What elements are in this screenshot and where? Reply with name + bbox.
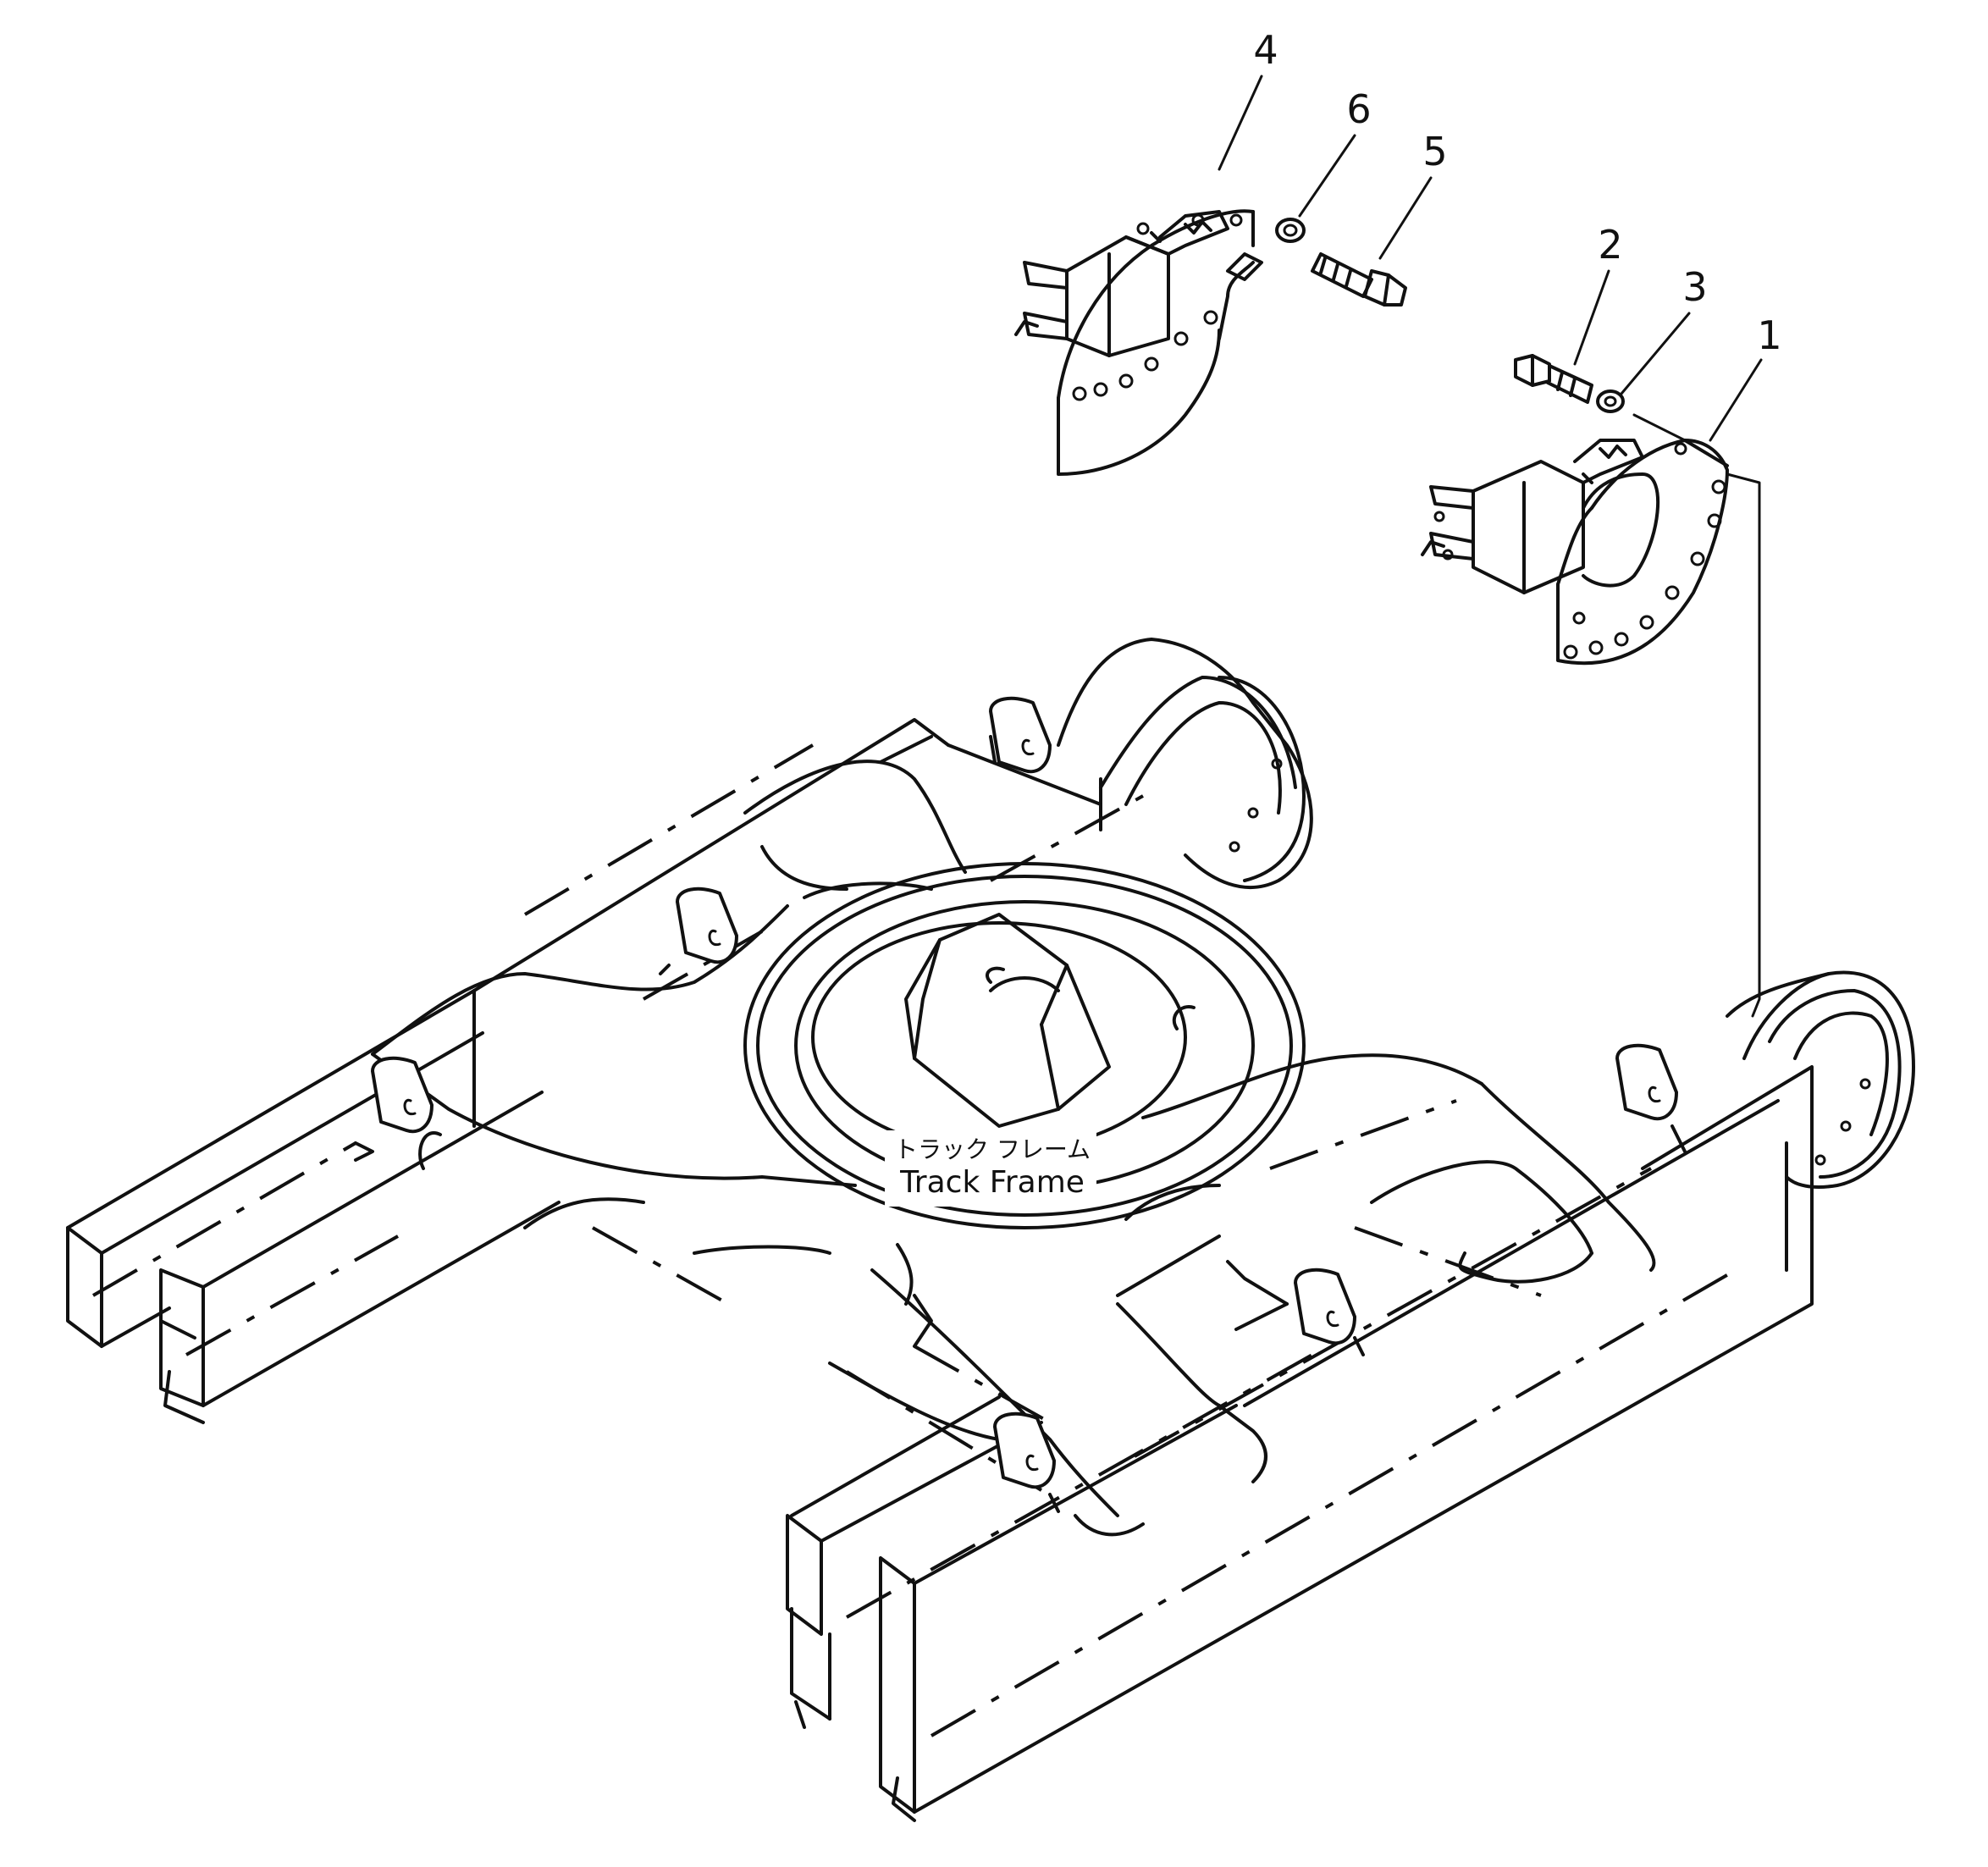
front-idler-ring bbox=[1726, 970, 1915, 1189]
callout-6: 6 bbox=[1298, 86, 1372, 218]
roller-bracket-3 bbox=[354, 1056, 433, 1162]
roller-bracket-2 bbox=[659, 887, 738, 975]
front-side-rail bbox=[786, 1218, 1814, 1822]
callout-2-label: 2 bbox=[1598, 222, 1622, 268]
roller-bracket-5 bbox=[1294, 1268, 1365, 1356]
part-1-travel-motor-cover bbox=[1421, 439, 1729, 666]
callout-6-label: 6 bbox=[1346, 86, 1371, 132]
callout-5-label: 5 bbox=[1422, 129, 1447, 174]
center-crossmember bbox=[371, 760, 1656, 1537]
callout-5: 5 bbox=[1378, 129, 1448, 260]
callout-1-label: 1 bbox=[1757, 312, 1781, 358]
left-side-rail bbox=[66, 989, 561, 1424]
part-3-washer bbox=[1596, 389, 1625, 413]
part-4-travel-motor-cover bbox=[1014, 209, 1263, 476]
part-5-bolt bbox=[1311, 252, 1407, 307]
callout-3-label: 3 bbox=[1682, 264, 1707, 310]
track-frame: トラック フレーム Track Frame bbox=[66, 638, 1915, 1822]
swing-circle: トラック フレーム Track Frame bbox=[743, 862, 1306, 1229]
frame-label-en: Track Frame bbox=[899, 1165, 1085, 1200]
callout-4: 4 bbox=[1218, 27, 1278, 171]
part-6-washer bbox=[1275, 218, 1306, 243]
part-2-bolt bbox=[1514, 354, 1593, 404]
callout-3: 3 bbox=[1620, 264, 1708, 395]
right-long-rail bbox=[1134, 1065, 1814, 1458]
callout-4-label: 4 bbox=[1253, 27, 1278, 73]
rear-idler-ring bbox=[1057, 638, 1313, 889]
callout-2: 2 bbox=[1573, 222, 1623, 366]
roller-bracket-6 bbox=[1615, 1043, 1687, 1153]
frame-label-jp: トラック フレーム bbox=[894, 1135, 1091, 1163]
assembly-guide-line bbox=[1632, 413, 1761, 1018]
callout-1: 1 bbox=[1709, 312, 1782, 442]
roller-bracket-1 bbox=[989, 696, 1052, 774]
roller-bracket-4 bbox=[993, 1411, 1060, 1513]
